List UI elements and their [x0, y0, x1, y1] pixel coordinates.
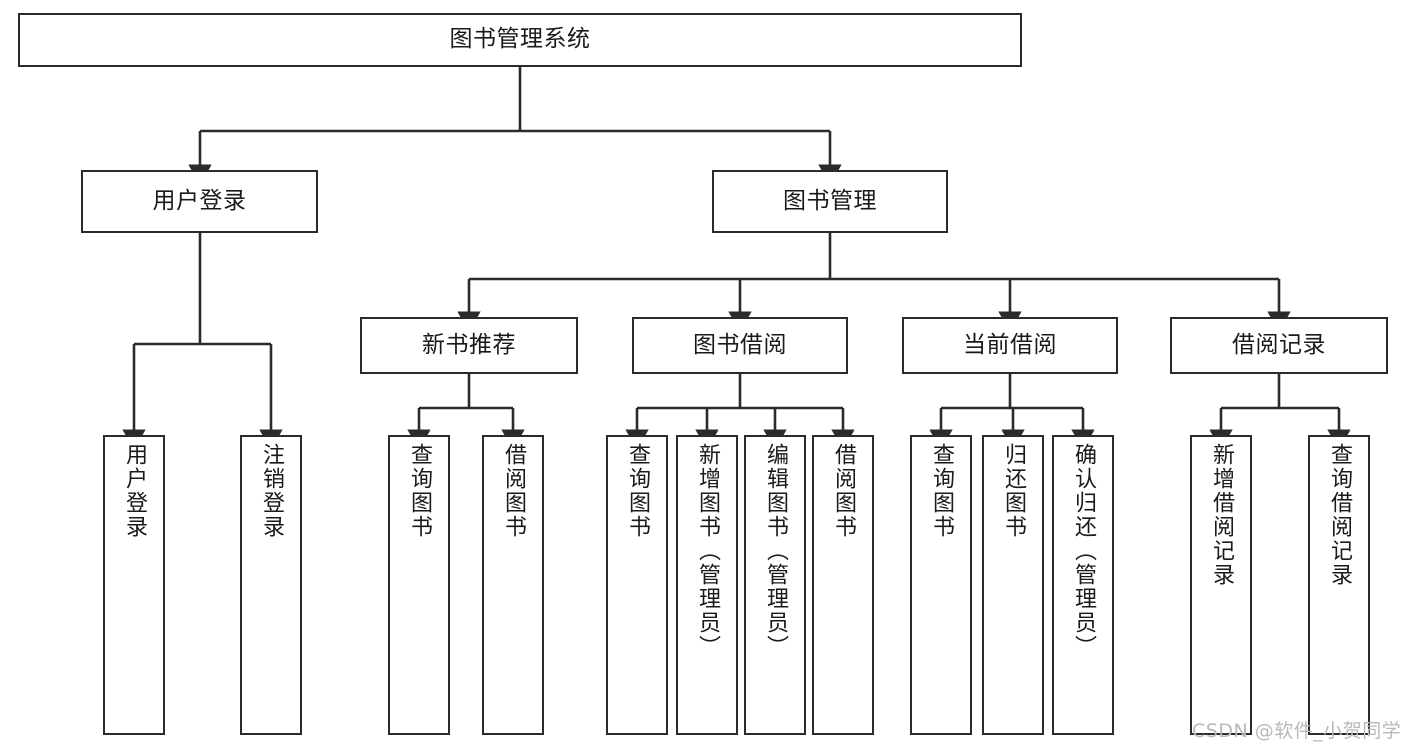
node-leaf-query-book-2[interactable]: 查询图书 [606, 435, 668, 735]
node-label-book-manage: 图书管理 [783, 187, 877, 214]
node-label-leaf-query-book-3: 查询图书 [929, 443, 954, 539]
node-label-leaf-query-record: 查询借阅记录 [1327, 443, 1352, 587]
node-label-user-login: 用户登录 [152, 187, 247, 214]
node-label-leaf-query-book-1: 查询图书 [407, 443, 432, 539]
node-leaf-query-book-3[interactable]: 查询图书 [910, 435, 972, 735]
node-leaf-edit-book[interactable]: 编辑图书（管理员） [744, 435, 806, 735]
node-leaf-user-logout[interactable]: 注销登录 [240, 435, 302, 735]
node-borrow-record[interactable]: 借阅记录 [1170, 317, 1388, 374]
node-current-borrow[interactable]: 当前借阅 [902, 317, 1118, 374]
node-label-leaf-add-book: 新增图书（管理员） [695, 443, 720, 659]
node-label-borrow-record: 借阅记录 [1232, 331, 1326, 358]
node-leaf-query-book-1[interactable]: 查询图书 [388, 435, 450, 735]
node-label-leaf-confirm-return: 确认归还（管理员） [1071, 443, 1096, 659]
node-label-leaf-return-book: 归还图书 [1001, 443, 1026, 539]
node-label-leaf-add-record: 新增借阅记录 [1209, 443, 1234, 587]
node-label-leaf-borrow-book-2: 借阅图书 [831, 443, 856, 539]
node-leaf-return-book[interactable]: 归还图书 [982, 435, 1044, 735]
node-book-manage[interactable]: 图书管理 [712, 170, 948, 233]
node-leaf-confirm-return[interactable]: 确认归还（管理员） [1052, 435, 1114, 735]
node-leaf-borrow-book-2[interactable]: 借阅图书 [812, 435, 874, 735]
node-leaf-user-login[interactable]: 用户登录 [103, 435, 165, 735]
node-label-leaf-user-logout: 注销登录 [259, 443, 284, 539]
node-label-book-borrow: 图书借阅 [693, 331, 787, 358]
node-leaf-query-record[interactable]: 查询借阅记录 [1308, 435, 1370, 735]
node-label-new-book-rec: 新书推荐 [422, 331, 516, 358]
csdn-watermark: CSDN @软件_小贺同学 [1192, 720, 1402, 742]
node-label-root: 图书管理系统 [449, 26, 591, 53]
node-new-book-rec[interactable]: 新书推荐 [360, 317, 578, 374]
node-book-borrow[interactable]: 图书借阅 [632, 317, 848, 374]
node-leaf-add-record[interactable]: 新增借阅记录 [1190, 435, 1252, 735]
node-label-current-borrow: 当前借阅 [963, 331, 1057, 358]
node-label-leaf-borrow-book-1: 借阅图书 [501, 443, 526, 539]
node-leaf-add-book[interactable]: 新增图书（管理员） [676, 435, 738, 735]
node-label-leaf-query-book-2: 查询图书 [625, 443, 650, 539]
node-root[interactable]: 图书管理系统 [18, 13, 1022, 67]
node-label-leaf-user-login: 用户登录 [122, 443, 147, 539]
node-leaf-borrow-book-1[interactable]: 借阅图书 [482, 435, 544, 735]
node-user-login[interactable]: 用户登录 [81, 170, 318, 233]
node-label-leaf-edit-book: 编辑图书（管理员） [763, 443, 788, 659]
